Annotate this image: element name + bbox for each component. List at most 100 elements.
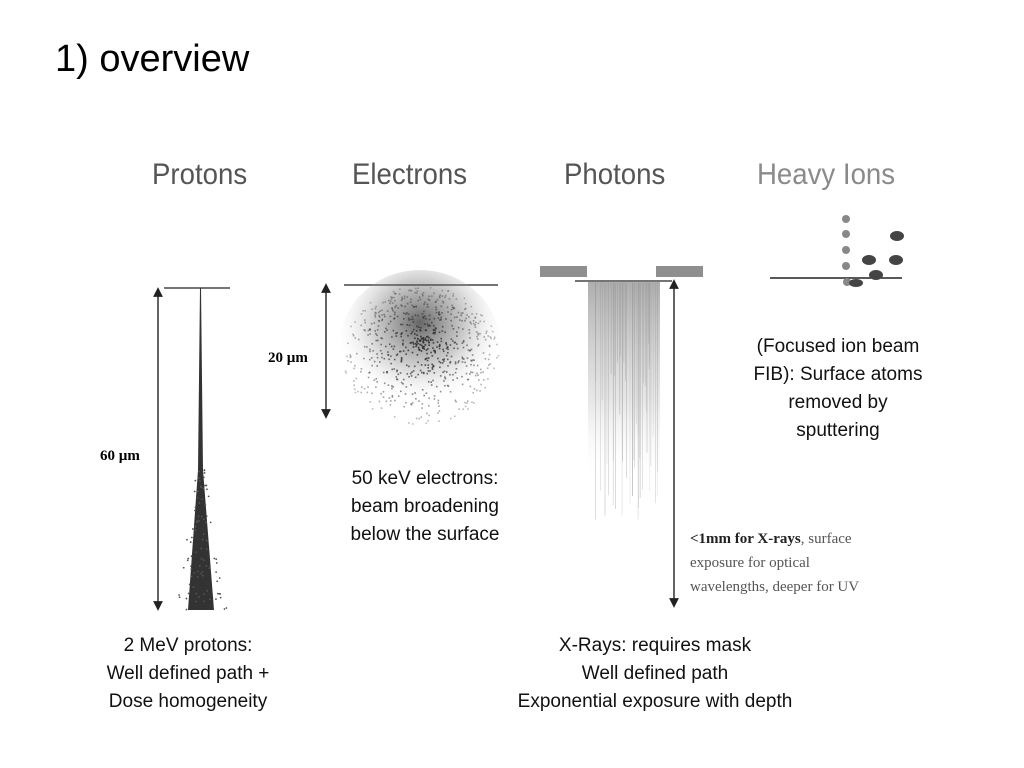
electron-scatter-dot bbox=[377, 325, 380, 327]
electron-scatter-dot bbox=[362, 310, 364, 312]
electron-scatter-dot bbox=[422, 292, 425, 294]
photon-note-bold: <1mm for X-rays bbox=[690, 531, 801, 547]
electron-scatter-dot bbox=[418, 400, 420, 402]
electron-scatter-dot bbox=[371, 364, 373, 367]
electron-scatter-dot bbox=[388, 299, 390, 302]
electron-scatter-dot bbox=[488, 364, 490, 366]
proton-scatter-dot bbox=[190, 555, 193, 558]
proton-scatter-dot bbox=[205, 548, 208, 551]
electron-scatter-dot bbox=[432, 332, 434, 335]
electron-scatter-dot bbox=[454, 362, 457, 365]
electron-scatter-dot bbox=[402, 378, 405, 381]
electron-scatter-dot bbox=[461, 375, 463, 378]
electron-scatter-dot bbox=[416, 334, 418, 336]
electron-scatter-dot bbox=[466, 402, 468, 404]
electron-scatter-dot bbox=[425, 349, 428, 351]
proton-scatter-dot bbox=[215, 571, 218, 573]
electron-scatter-dot bbox=[442, 371, 444, 374]
sputtered-atom bbox=[889, 255, 903, 265]
electron-scatter-dot bbox=[411, 371, 413, 373]
electron-scatter-dot bbox=[391, 368, 393, 371]
electron-scatter-dot bbox=[451, 306, 454, 309]
electron-scatter-dot bbox=[401, 305, 403, 307]
electron-scatter-dot bbox=[393, 358, 396, 361]
electron-scatter-dot bbox=[426, 323, 429, 325]
proton-scatter-dot bbox=[209, 521, 212, 524]
electron-scatter-dot bbox=[440, 318, 442, 321]
proton-scatter-dot bbox=[213, 557, 216, 560]
electron-scatter-dot bbox=[360, 370, 362, 373]
electron-scatter-dot bbox=[411, 304, 414, 307]
photons-heading: Photons bbox=[564, 158, 666, 191]
proton-scatter-dot bbox=[202, 600, 205, 603]
electron-scatter-dot bbox=[470, 371, 472, 373]
proton-scatter-dot bbox=[190, 568, 193, 571]
electron-scatter-dot bbox=[379, 349, 382, 352]
electron-scatter-dot bbox=[496, 357, 498, 359]
electron-scatter-dot bbox=[369, 371, 371, 374]
proton-scatter-dot bbox=[178, 594, 181, 596]
electron-scatter-dot bbox=[392, 290, 395, 293]
electron-scatter-dot bbox=[487, 358, 490, 361]
electron-scatter-dot bbox=[382, 391, 385, 393]
proton-scatter-dot bbox=[203, 472, 206, 474]
electron-scatter-dot bbox=[428, 318, 431, 321]
electron-scatter-dot bbox=[395, 332, 397, 335]
electron-scatter-dot bbox=[423, 303, 425, 305]
electron-scatter-dot bbox=[447, 311, 449, 313]
electron-scatter-dot bbox=[456, 377, 458, 379]
electron-scatter-dot bbox=[389, 315, 392, 318]
electron-scatter-dot bbox=[418, 348, 420, 351]
electron-scatter-dot bbox=[354, 388, 356, 391]
electron-scatter-dot bbox=[496, 343, 498, 346]
electron-scatter-dot bbox=[440, 337, 442, 340]
proton-scatter-dot bbox=[202, 476, 205, 479]
electron-scatter-dot bbox=[489, 336, 492, 338]
electron-scatter-dot bbox=[375, 332, 377, 335]
electron-scatter-dot bbox=[427, 348, 429, 350]
proton-scatter-dot bbox=[200, 557, 203, 560]
protons-panel bbox=[153, 287, 230, 611]
electron-scatter-dot bbox=[491, 330, 494, 333]
electron-scatter-dot bbox=[358, 338, 360, 341]
electron-scatter-dot bbox=[487, 378, 489, 380]
electron-scatter-dot bbox=[345, 372, 347, 374]
electron-scatter-dot bbox=[400, 381, 403, 384]
electron-scatter-dot bbox=[367, 376, 370, 379]
electron-scatter-dot bbox=[392, 309, 394, 312]
electron-scatter-dot bbox=[353, 380, 355, 382]
electron-scatter-dot bbox=[433, 398, 436, 400]
electron-scatter-dot bbox=[386, 371, 388, 374]
electron-scatter-dot bbox=[484, 338, 487, 341]
ion-dot bbox=[842, 262, 850, 270]
electron-scatter-dot bbox=[400, 356, 403, 359]
electron-scatter-dot bbox=[445, 354, 448, 357]
electron-scatter-dot bbox=[412, 346, 415, 348]
electron-scatter-dot bbox=[415, 292, 418, 294]
electron-scatter-dot bbox=[452, 379, 454, 381]
electron-scatter-dot bbox=[420, 344, 423, 347]
electron-scatter-dot bbox=[396, 315, 399, 318]
electron-scatter-dot bbox=[410, 403, 412, 405]
electron-scatter-dot bbox=[430, 339, 432, 341]
electron-scatter-dot bbox=[420, 416, 422, 418]
photons-caption-line: Well defined path bbox=[581, 663, 729, 684]
electron-scatter-dot bbox=[462, 346, 465, 349]
electron-scatter-dot bbox=[373, 322, 376, 324]
electron-scatter-dot bbox=[379, 310, 381, 312]
electron-scatter-dot bbox=[466, 357, 469, 359]
electron-scatter-dot bbox=[416, 354, 419, 356]
electron-scatter-dot bbox=[428, 341, 430, 344]
electron-scatter-dot bbox=[395, 304, 397, 307]
electron-scatter-dot bbox=[384, 315, 386, 318]
proton-scatter-dot bbox=[203, 469, 206, 472]
electron-scatter-dot bbox=[428, 314, 431, 317]
electron-scatter-dot bbox=[444, 296, 446, 298]
electron-scatter-dot bbox=[408, 319, 410, 321]
electron-scatter-dot bbox=[479, 320, 482, 323]
photons-caption-line: X-Rays: requires mask bbox=[558, 635, 752, 656]
electron-scatter-dot bbox=[405, 401, 407, 404]
electron-scatter-dot bbox=[480, 383, 482, 386]
electron-scatter-dot bbox=[392, 348, 395, 350]
electron-scatter-dot bbox=[438, 360, 441, 363]
